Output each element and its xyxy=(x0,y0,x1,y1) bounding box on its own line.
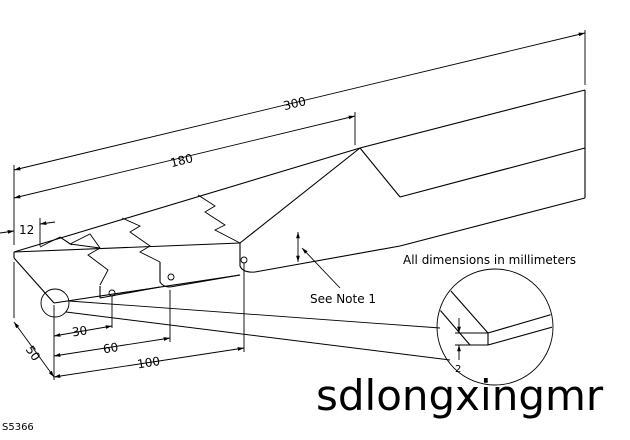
figure-id: S5366 xyxy=(2,422,34,433)
dimension-12: 12 xyxy=(0,218,56,246)
dim-100-label: 100 xyxy=(136,354,161,371)
dimension-180: 180 xyxy=(13,112,356,199)
dim-12-label: 12 xyxy=(19,223,34,237)
hole-markers xyxy=(108,256,248,297)
dim-50-label: 50 xyxy=(23,343,43,364)
watermark-text: sdlongxingmr xyxy=(316,371,604,420)
see-note-text: See Note 1 xyxy=(310,292,376,306)
detail-magnified-view: 2 xyxy=(436,268,554,386)
dimension-100: 100 xyxy=(53,263,245,378)
dimension-30: 30 xyxy=(53,296,113,339)
wedge-body xyxy=(13,89,586,304)
units-note: All dimensions in millimeters xyxy=(403,253,576,267)
dim-180-label: 180 xyxy=(169,151,195,170)
dim-60-label: 60 xyxy=(102,340,119,356)
note-leader xyxy=(301,247,341,289)
dim-300-label: 300 xyxy=(282,94,308,113)
dim-2-label: 2 xyxy=(455,364,461,375)
detail-callout xyxy=(40,288,451,361)
dimension-300: 300 xyxy=(13,30,586,245)
notch-pattern xyxy=(39,194,241,286)
dim-30-label: 30 xyxy=(71,323,88,339)
